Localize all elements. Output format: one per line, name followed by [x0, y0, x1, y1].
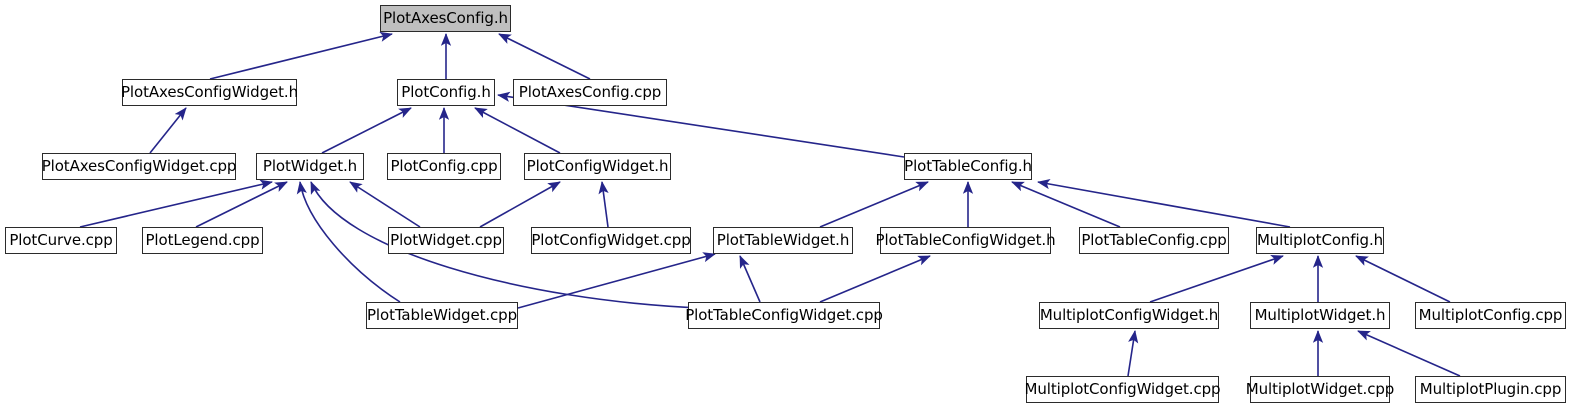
dependency-edge: [79, 179, 273, 228]
graph-node-multiplotconfig-cpp[interactable]: MultiplotConfig.cpp: [1415, 302, 1566, 329]
graph-node-plotcurve-cpp[interactable]: PlotCurve.cpp: [5, 227, 117, 254]
graph-node-plotconfigwidget-h[interactable]: PlotConfigWidget.h: [524, 153, 671, 180]
graph-node-plotconfigwidget-cpp[interactable]: PlotConfigWidget.cpp: [531, 227, 691, 254]
dependency-edge: [1357, 330, 1461, 377]
dependency-edge: [819, 181, 929, 228]
dependency-edge: [1011, 181, 1121, 228]
graph-node-multiplotplugin-cpp[interactable]: MultiplotPlugin.cpp: [1415, 376, 1566, 403]
graph-node-label: MultiplotConfigWidget.h: [1039, 306, 1219, 324]
dependency-edge: [1037, 179, 1291, 228]
graph-node-label: PlotTableConfigWidget.cpp: [685, 306, 883, 324]
graph-node-plottableconfigwidget-h[interactable]: PlotTableConfigWidget.h: [876, 227, 1056, 254]
graph-node-label: PlotCurve.cpp: [9, 231, 113, 249]
graph-node-label: PlotAxesConfig.cpp: [518, 83, 662, 101]
graph-node-label: PlotConfigWidget.cpp: [531, 231, 691, 249]
dependency-edge: [149, 107, 187, 154]
graph-node-label: MultiplotPlugin.cpp: [1419, 380, 1562, 398]
graph-node-plottablewidget-h[interactable]: PlotTableWidget.h: [713, 227, 853, 254]
graph-node-plotlegend-cpp[interactable]: PlotLegend.cpp: [142, 227, 263, 254]
dependency-edge: [1355, 255, 1451, 303]
dependency-edge: [310, 181, 701, 309]
dependency-edge: [517, 252, 716, 309]
graph-node-plotaxesconfig-h[interactable]: PlotAxesConfig.h: [380, 5, 511, 32]
graph-node-label: PlotTableWidget.h: [716, 231, 850, 249]
graph-node-multiplotconfig-h[interactable]: MultiplotConfig.h: [1256, 227, 1384, 254]
graph-node-label: PlotWidget.h: [262, 157, 358, 175]
dependency-edge: [819, 255, 931, 303]
dependency-edge: [1149, 255, 1284, 303]
graph-node-label: PlotConfig.cpp: [390, 157, 498, 175]
graph-node-multiplotwidget-cpp[interactable]: MultiplotWidget.cpp: [1246, 376, 1394, 403]
graph-node-plotaxesconfigwidget-h[interactable]: PlotAxesConfigWidget.h: [120, 79, 299, 106]
graph-node-label: MultiplotWidget.cpp: [1245, 380, 1395, 398]
dependency-edge: [1127, 330, 1139, 377]
graph-node-plotwidget-cpp[interactable]: PlotWidget.cpp: [388, 227, 504, 254]
graph-node-plottableconfig-h[interactable]: PlotTableConfig.h: [904, 153, 1032, 180]
dependency-edge: [598, 181, 609, 228]
graph-node-label: MultiplotWidget.h: [1254, 306, 1386, 324]
dependency-edge: [209, 31, 393, 80]
graph-node-label: PlotAxesConfig.h: [383, 9, 508, 27]
graph-node-label: MultiplotConfig.cpp: [1418, 306, 1563, 324]
graph-node-plotaxesconfig-cpp[interactable]: PlotAxesConfig.cpp: [513, 79, 667, 106]
dependency-edge: [739, 255, 761, 303]
dependency-edge: [498, 33, 591, 80]
graph-node-plotaxesconfigwidget-cpp[interactable]: PlotAxesConfigWidget.cpp: [42, 153, 236, 180]
graph-node-label: MultiplotConfigWidget.cpp: [1024, 380, 1221, 398]
graph-node-label: PlotAxesConfigWidget.cpp: [41, 157, 237, 175]
graph-node-label: PlotTableConfig.cpp: [1081, 231, 1227, 249]
graph-node-label: PlotTableConfig.h: [904, 157, 1032, 175]
graph-node-plottableconfig-cpp[interactable]: PlotTableConfig.cpp: [1079, 227, 1229, 254]
edges-group: [79, 31, 1461, 377]
graph-node-label: PlotLegend.cpp: [145, 231, 260, 249]
dependency-edge: [296, 181, 401, 303]
graph-node-plotwidget-h[interactable]: PlotWidget.h: [256, 153, 364, 180]
dependency-edge: [195, 181, 288, 228]
dependency-edge: [479, 181, 561, 228]
graph-node-plotconfig-cpp[interactable]: PlotConfig.cpp: [387, 153, 501, 180]
graph-node-plottableconfigwidget-cpp[interactable]: PlotTableConfigWidget.cpp: [685, 302, 883, 329]
graph-node-label: PlotConfig.h: [401, 83, 491, 101]
graph-node-label: PlotAxesConfigWidget.h: [120, 83, 299, 101]
dependency-edge: [349, 181, 421, 228]
dependency-edge: [474, 107, 561, 154]
dependency-edge: [321, 107, 412, 154]
graph-node-label: PlotWidget.cpp: [390, 231, 502, 249]
graph-node-label: PlotTableConfigWidget.h: [875, 231, 1056, 249]
graph-node-label: PlotTableWidget.cpp: [366, 306, 518, 324]
graph-node-multiplotconfigwidget-h[interactable]: MultiplotConfigWidget.h: [1039, 302, 1219, 329]
graph-node-label: MultiplotConfig.h: [1256, 231, 1384, 249]
graph-node-multiplotconfigwidget-cpp[interactable]: MultiplotConfigWidget.cpp: [1025, 376, 1221, 403]
graph-node-label: PlotConfigWidget.h: [526, 157, 669, 175]
graph-node-plottablewidget-cpp[interactable]: PlotTableWidget.cpp: [366, 302, 518, 329]
graph-node-plotconfig-h[interactable]: PlotConfig.h: [397, 79, 495, 106]
graph-node-multiplotwidget-h[interactable]: MultiplotWidget.h: [1250, 302, 1390, 329]
